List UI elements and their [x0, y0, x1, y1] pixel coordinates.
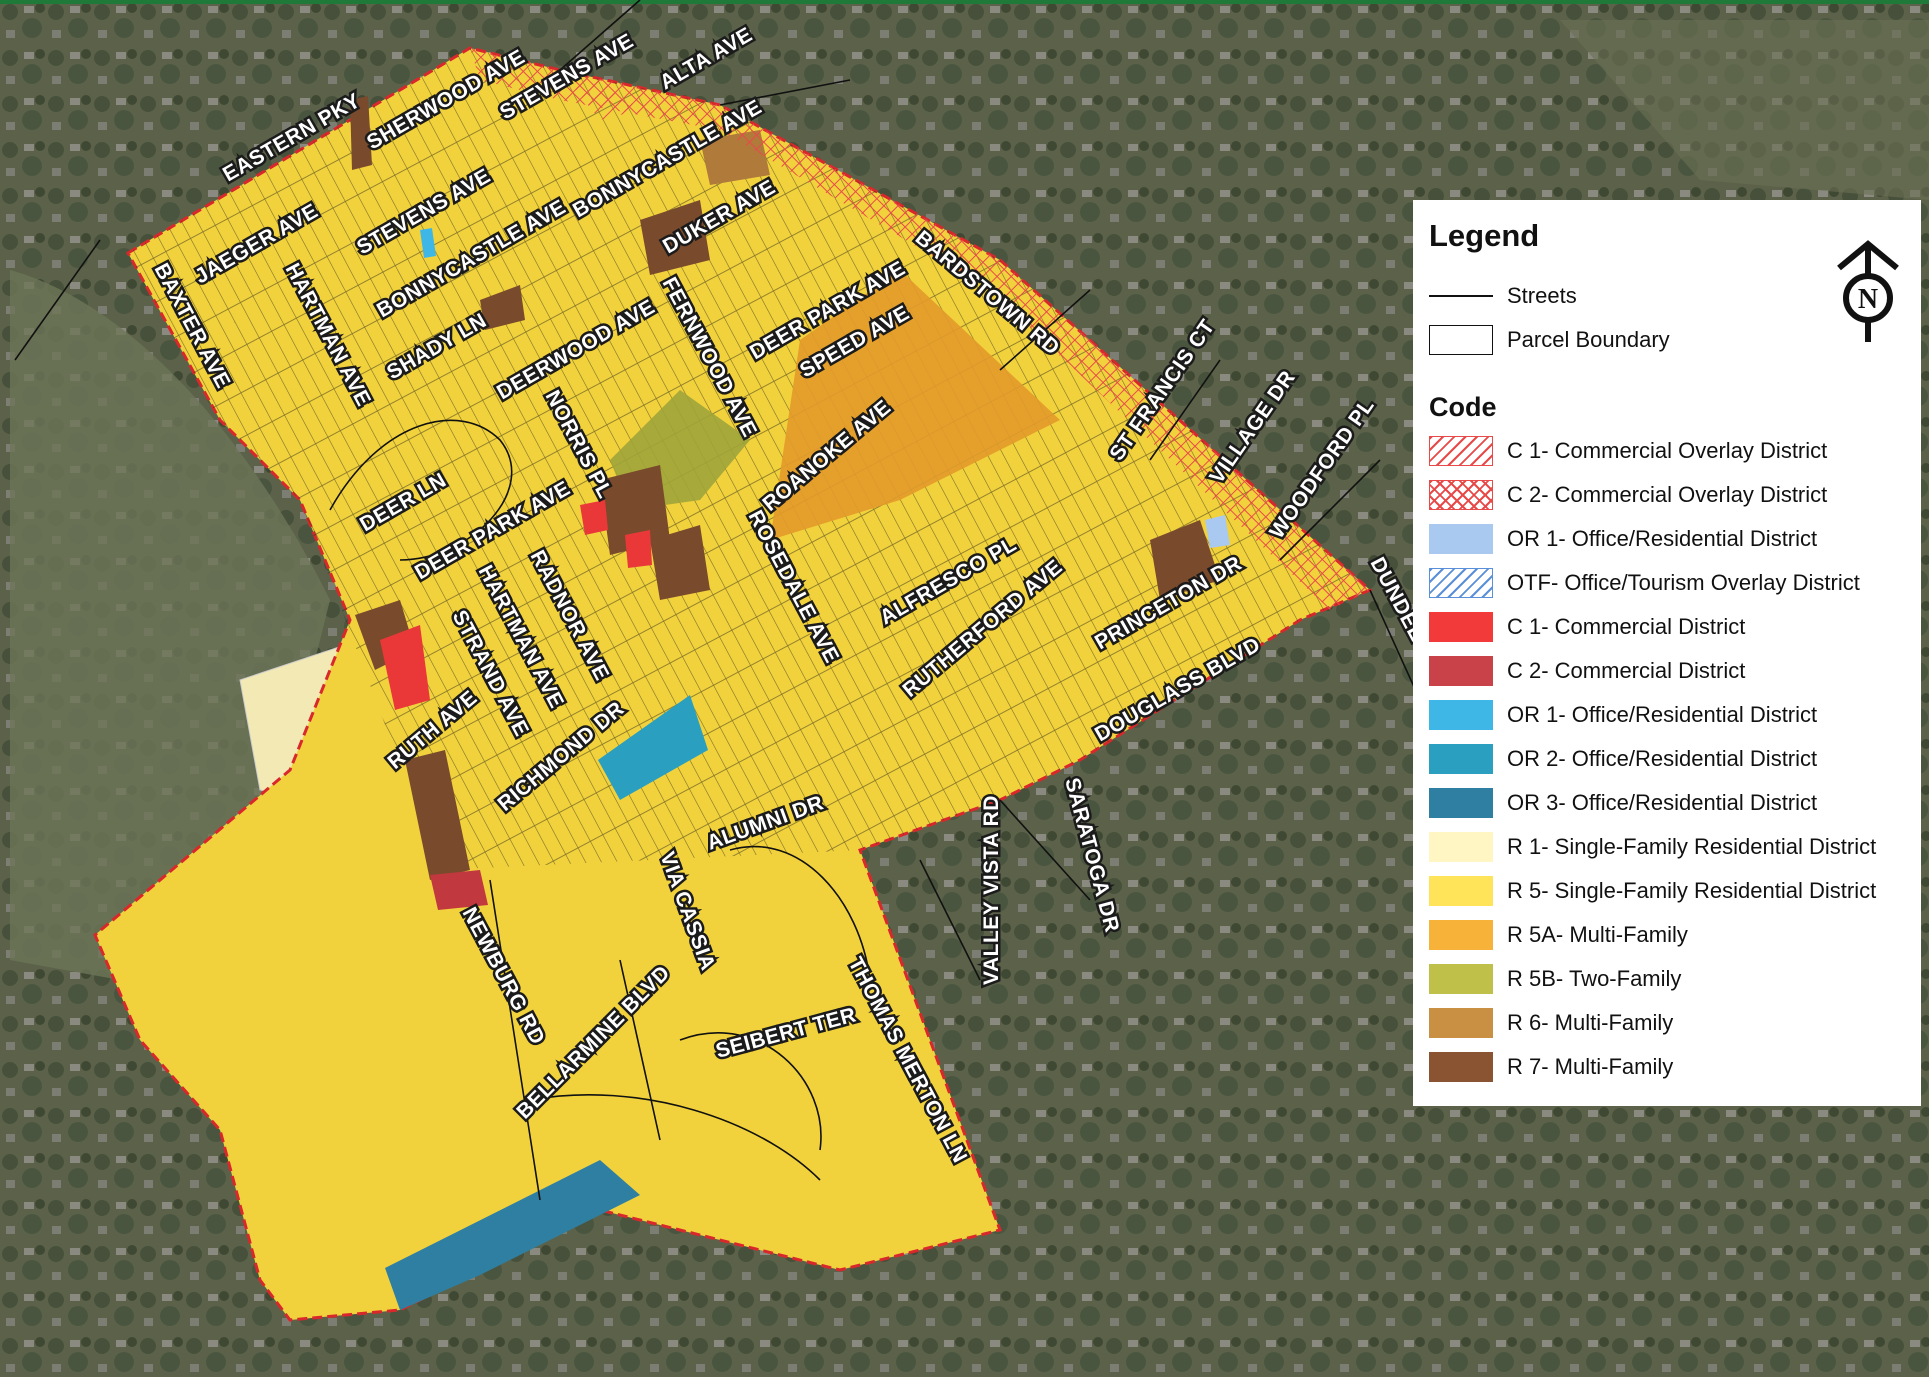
zone-r7-d[interactable]: [600, 465, 670, 555]
legend-row-code: R 5A- Multi-Family: [1429, 913, 1905, 957]
zone-or3[interactable]: [385, 1160, 640, 1310]
zone-c1-b[interactable]: [580, 500, 608, 535]
street-label-valley: VALLEY VISTA RD: [980, 795, 1003, 985]
legend-row-code: C 1- Commercial Overlay District: [1429, 429, 1905, 473]
legend-label-code: R 5A- Multi-Family: [1507, 922, 1688, 947]
zone-r7-h[interactable]: [1150, 520, 1220, 600]
zone-or2[interactable]: [598, 695, 708, 800]
legend-swatch: [1429, 744, 1493, 774]
legend-label-parcel: Parcel Boundary: [1507, 327, 1670, 352]
legend-row-code: C 2- Commercial Overlay District: [1429, 473, 1905, 517]
legend-swatch: [1429, 876, 1493, 906]
legend-swatch: [1429, 480, 1493, 510]
legend-swatch: [1429, 568, 1493, 598]
street-line-swatch: [1429, 295, 1493, 297]
legend-row-code: R 1- Single-Family Residential District: [1429, 825, 1905, 869]
legend-swatch: [1429, 964, 1493, 994]
commercial-overlay-c2[interactable]: [470, 48, 1370, 610]
zone-r7-g[interactable]: [405, 750, 470, 880]
legend-row-code: OR 1- Office/Residential District: [1429, 517, 1905, 561]
legend-swatch: [1429, 436, 1493, 466]
commercial-overlay-c1[interactable]: [560, 70, 640, 120]
legend-swatch: [1429, 656, 1493, 686]
legend-code-list: C 1- Commercial Overlay District C 2- Com…: [1429, 429, 1905, 1089]
parcel-boundary-swatch: [1429, 325, 1493, 355]
legend-panel: Legend Streets Parcel Boundary Code C 1-…: [1413, 200, 1921, 1106]
zone-r7-a[interactable]: [350, 96, 372, 170]
legend-swatch: [1429, 524, 1493, 554]
legend-label-code: C 2- Commercial District: [1507, 658, 1746, 683]
legend-label-code: OR 2- Office/Residential District: [1507, 746, 1818, 771]
legend-row-parcel: Parcel Boundary: [1429, 318, 1905, 362]
legend-label-code: C 1- Commercial Overlay District: [1507, 438, 1828, 463]
legend-label-code: R 5B- Two-Family: [1507, 966, 1682, 991]
zone-c2[interactable]: [430, 870, 488, 910]
legend-label-code: OR 1- Office/Residential District: [1507, 526, 1818, 551]
legend-swatch: [1429, 612, 1493, 642]
legend-label-code: OR 1- Office/Residential District: [1507, 702, 1818, 727]
legend-row-code: R 5B- Two-Family: [1429, 957, 1905, 1001]
legend-row-code: OTF- Office/Tourism Overlay District: [1429, 561, 1905, 605]
legend-label-code: C 1- Commercial District: [1507, 614, 1746, 639]
street-network: [14, 0, 1421, 1201]
north-arrow-icon: N: [1837, 240, 1899, 342]
legend-row-code: R 5- Single-Family Residential District: [1429, 869, 1905, 913]
legend-code-title: Code: [1429, 392, 1497, 422]
zone-c1-c[interactable]: [625, 530, 652, 568]
legend-row-code: OR 2- Office/Residential District: [1429, 737, 1905, 781]
parcel-grid: [128, 48, 1370, 870]
north-letter: N: [1858, 284, 1878, 315]
legend-row-code: R 6- Multi-Family: [1429, 1001, 1905, 1045]
legend-label-code: R 6- Multi-Family: [1507, 1010, 1674, 1035]
legend-label-code: OTF- Office/Tourism Overlay District: [1507, 570, 1860, 595]
legend-label-code: C 2- Commercial Overlay District: [1507, 482, 1828, 507]
legend-swatch: [1429, 700, 1493, 730]
legend-row-code: C 1- Commercial District: [1429, 605, 1905, 649]
zone-r7-c[interactable]: [480, 285, 525, 330]
zone-r5a[interactable]: [770, 270, 1060, 540]
legend-label-code: R 7- Multi-Family: [1507, 1054, 1674, 1079]
legend-label-code: OR 3- Office/Residential District: [1507, 790, 1818, 815]
zone-r7-e[interactable]: [650, 525, 710, 600]
legend-row-code: OR 3- Office/Residential District: [1429, 781, 1905, 825]
legend-row-code: R 7- Multi-Family: [1429, 1045, 1905, 1089]
legend-swatch: [1429, 920, 1493, 950]
legend-row-code: C 2- Commercial District: [1429, 649, 1905, 693]
legend-swatch: [1429, 832, 1493, 862]
legend-label-code: R 1- Single-Family Residential District: [1507, 834, 1877, 859]
park-area-ne: [1560, 20, 1929, 200]
legend-swatch: [1429, 1008, 1493, 1038]
legend-label-streets: Streets: [1507, 283, 1577, 308]
zone-or1-a[interactable]: [420, 228, 436, 258]
zone-c1-a[interactable]: [380, 625, 430, 710]
legend-title: Legend: [1429, 218, 1540, 253]
legend-row-code: OR 1- Office/Residential District: [1429, 693, 1905, 737]
legend-row-streets: Streets: [1429, 274, 1905, 318]
zone-or1-b[interactable]: [1205, 515, 1230, 548]
legend-label-code: R 5- Single-Family Residential District: [1507, 878, 1877, 903]
legend-swatch: [1429, 788, 1493, 818]
legend-swatch: [1429, 1052, 1493, 1082]
top-frame-bar: [0, 0, 1929, 4]
zone-r7-b[interactable]: [640, 200, 710, 275]
